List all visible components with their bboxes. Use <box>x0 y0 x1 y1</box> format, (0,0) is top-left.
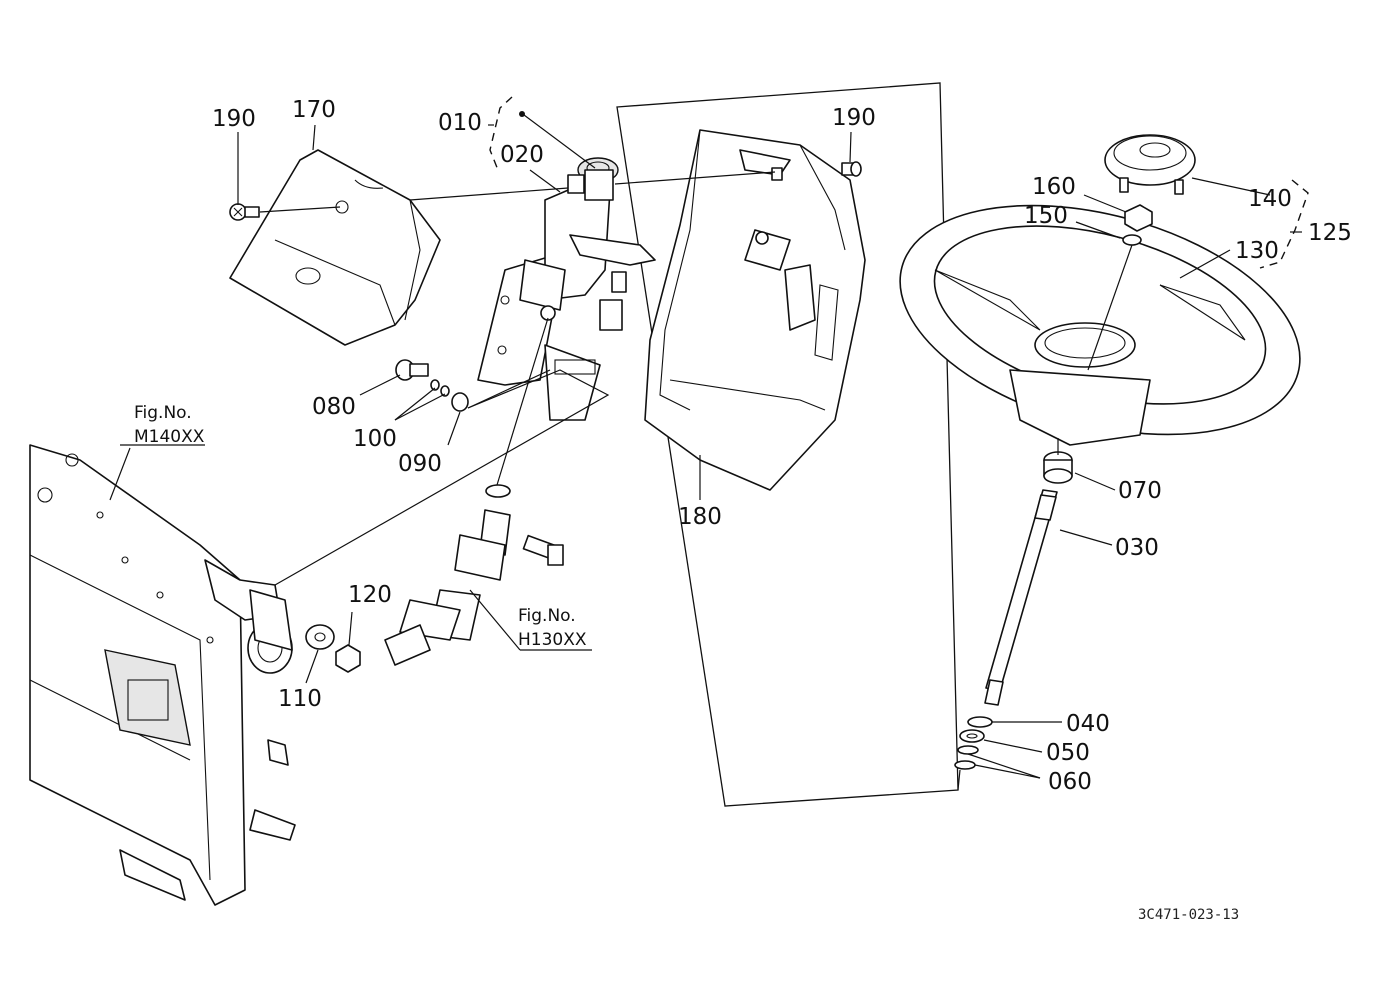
label-170: 170 <box>292 97 336 123</box>
steering-column-bracket-020 <box>477 157 656 421</box>
fig-ref-1-code: M140XX <box>134 427 205 447</box>
nut-160 <box>1124 204 1153 232</box>
universal-joint <box>384 484 564 666</box>
fig-ref-2-title: Fig.No. <box>518 606 576 626</box>
label-190-right: 190 <box>832 105 876 131</box>
label-140: 140 <box>1248 186 1292 212</box>
washer-110 <box>305 624 335 650</box>
lower-cover-180 <box>644 129 866 491</box>
label-070: 070 <box>1118 478 1162 504</box>
washer-150 <box>1122 234 1142 246</box>
collar-090 <box>451 392 469 412</box>
bushing-070 <box>1043 451 1073 484</box>
label-080: 080 <box>312 394 356 420</box>
label-125: 125 <box>1308 220 1352 246</box>
horn-cap-140 <box>1104 134 1196 195</box>
part-labels: 190 170 010 020 190 160 140 150 125 130 … <box>212 97 1352 795</box>
label-010: 010 <box>438 110 482 136</box>
label-120: 120 <box>348 582 392 608</box>
figure-references: Fig.No. M140XX Fig.No. H130XX <box>134 403 587 650</box>
label-190-left: 190 <box>212 106 256 132</box>
label-030: 030 <box>1115 535 1159 561</box>
label-130: 130 <box>1235 238 1279 264</box>
screw-190-right <box>841 161 862 177</box>
label-050: 050 <box>1046 740 1090 766</box>
label-110: 110 <box>278 686 322 712</box>
rings-060 <box>954 745 979 770</box>
fig-ref-1-title: Fig.No. <box>134 403 192 423</box>
washer-050 <box>959 729 985 743</box>
reference-dot <box>519 111 525 117</box>
washers-100 <box>430 379 450 397</box>
label-090: 090 <box>398 451 442 477</box>
screw-190-left <box>229 203 260 221</box>
label-040: 040 <box>1066 711 1110 737</box>
label-100: 100 <box>353 426 397 452</box>
label-060: 060 <box>1048 769 1092 795</box>
upper-cover-170 <box>229 149 441 346</box>
fig-ref-2-code: H130XX <box>518 630 587 650</box>
label-150: 150 <box>1024 203 1068 229</box>
leader-lines <box>109 111 1271 791</box>
drawing-code: 3C471-023-13 <box>1138 907 1239 923</box>
steering-shaft-030 <box>984 489 1058 706</box>
bolt-080 <box>395 359 429 381</box>
group-brackets <box>488 96 1309 269</box>
label-020: 020 <box>500 142 544 168</box>
tractor-frame-part <box>29 444 296 906</box>
nut-120 <box>335 644 361 673</box>
label-180: 180 <box>678 504 722 530</box>
label-160: 160 <box>1032 174 1076 200</box>
steering-wheel-130 <box>899 204 1301 446</box>
ring-040 <box>967 716 993 728</box>
